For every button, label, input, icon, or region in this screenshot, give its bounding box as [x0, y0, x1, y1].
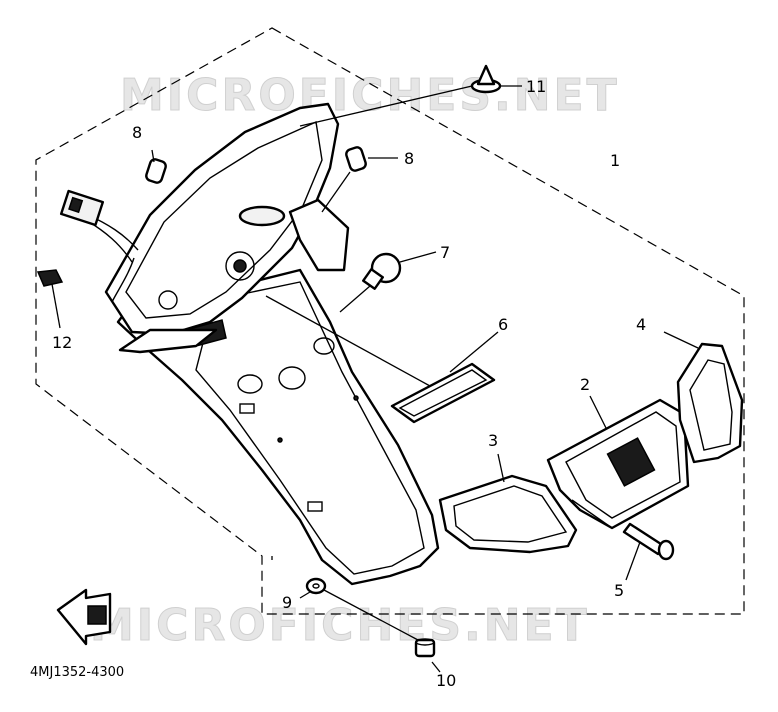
part-8-bulb-right — [321, 146, 398, 213]
assembly-boundary — [35, 27, 745, 615]
callout-8b: 8 — [404, 149, 414, 168]
part-3-lens — [438, 453, 578, 554]
part-2-housing — [546, 395, 690, 530]
callout-4: 4 — [636, 315, 646, 334]
callout-11: 11 — [526, 77, 546, 96]
diagram-code: 4MJ1352-4300 — [30, 665, 124, 680]
callout-6: 6 — [498, 315, 508, 334]
watermark-bottom: MICROFICHES.NET — [90, 600, 590, 651]
part-4-lens — [663, 331, 744, 464]
callout-1: 1 — [610, 151, 620, 170]
wire-harness — [59, 189, 139, 303]
part-6-plate — [265, 295, 499, 424]
callout-8a: 8 — [132, 123, 142, 142]
part-7-bulb — [339, 251, 437, 313]
callout-9: 9 — [282, 593, 292, 612]
part-8-bulb-left — [145, 149, 167, 184]
callout-2: 2 — [580, 375, 590, 394]
lamp-housing — [104, 102, 350, 354]
part-12-clip — [36, 269, 64, 329]
part-5-screw — [622, 522, 675, 581]
callout-10: 10 — [436, 671, 456, 690]
part-10-bolt — [323, 589, 441, 673]
front-arrow-icon — [56, 588, 112, 646]
connector — [59, 189, 105, 227]
callout-7: 7 — [440, 243, 450, 262]
part-11-screw — [299, 64, 522, 127]
part-9-washer — [271, 556, 327, 599]
callout-3: 3 — [488, 431, 498, 450]
watermark-top: MICROFICHES.NET — [120, 70, 620, 121]
callout-5: 5 — [614, 581, 624, 600]
callout-12: 12 — [52, 333, 72, 352]
